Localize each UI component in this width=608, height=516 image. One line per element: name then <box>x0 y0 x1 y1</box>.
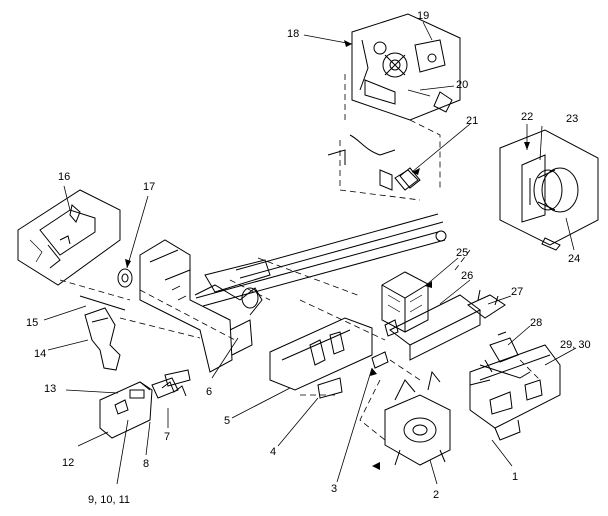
callout-22: 22 <box>521 111 533 123</box>
callout-28: 28 <box>530 317 542 329</box>
part-27-bracket <box>467 289 506 319</box>
part-22-motor <box>499 129 599 251</box>
callout-29-30: 29, 30 <box>560 339 591 351</box>
callout-5: 5 <box>224 415 230 427</box>
callout-21: 21 <box>466 115 478 127</box>
callout-18: 18 <box>287 28 299 40</box>
callout-25: 25 <box>456 247 468 259</box>
callout-26: 26 <box>461 270 473 282</box>
callout-24: 24 <box>568 253 580 265</box>
callout-1: 1 <box>512 471 518 483</box>
part-18-assembly <box>351 13 461 121</box>
callout-23: 23 <box>566 113 578 125</box>
callout-numbers: 1 2 3 4 5 6 7 8 9, 10, 11 12 13 14 15 16… <box>26 10 591 506</box>
part-21-cap <box>394 169 419 191</box>
callout-15: 15 <box>26 317 38 329</box>
leader-arrowheads <box>125 40 530 470</box>
callout-14: 14 <box>34 348 46 360</box>
part-28-bracket <box>484 331 519 373</box>
left-frame <box>139 239 271 373</box>
callout-12: 12 <box>62 457 74 469</box>
callout-4: 4 <box>270 446 276 458</box>
callout-13: 13 <box>44 383 56 395</box>
part-7-spring <box>161 381 187 397</box>
part-12-block <box>99 369 191 439</box>
callout-6: 6 <box>206 386 212 398</box>
part-29-lever <box>469 364 531 386</box>
callout-16: 16 <box>58 171 70 183</box>
part-25-block <box>381 271 429 337</box>
part-14-lever <box>79 295 126 371</box>
part-3-clip <box>371 351 389 369</box>
callout-7: 7 <box>164 431 170 443</box>
main-shaft <box>195 213 447 307</box>
callout-3: 3 <box>331 483 337 495</box>
callout-8: 8 <box>143 458 149 470</box>
callout-27: 27 <box>511 286 523 298</box>
part-5-tray <box>269 317 373 399</box>
assembly-dash-lines <box>59 70 541 441</box>
part-26-plate <box>389 294 481 361</box>
callout-20: 20 <box>456 79 468 91</box>
callout-9-10-11: 9, 10, 11 <box>88 494 130 506</box>
callout-19: 19 <box>417 10 429 22</box>
leader-lines <box>43 21 577 485</box>
wire-harness-top <box>327 134 421 191</box>
callout-17: 17 <box>143 181 155 193</box>
part-2-base <box>384 370 451 466</box>
part-29-base <box>469 344 561 441</box>
part-17-disc <box>117 268 133 288</box>
callout-2: 2 <box>433 489 439 501</box>
part-16-assembly <box>17 189 121 286</box>
